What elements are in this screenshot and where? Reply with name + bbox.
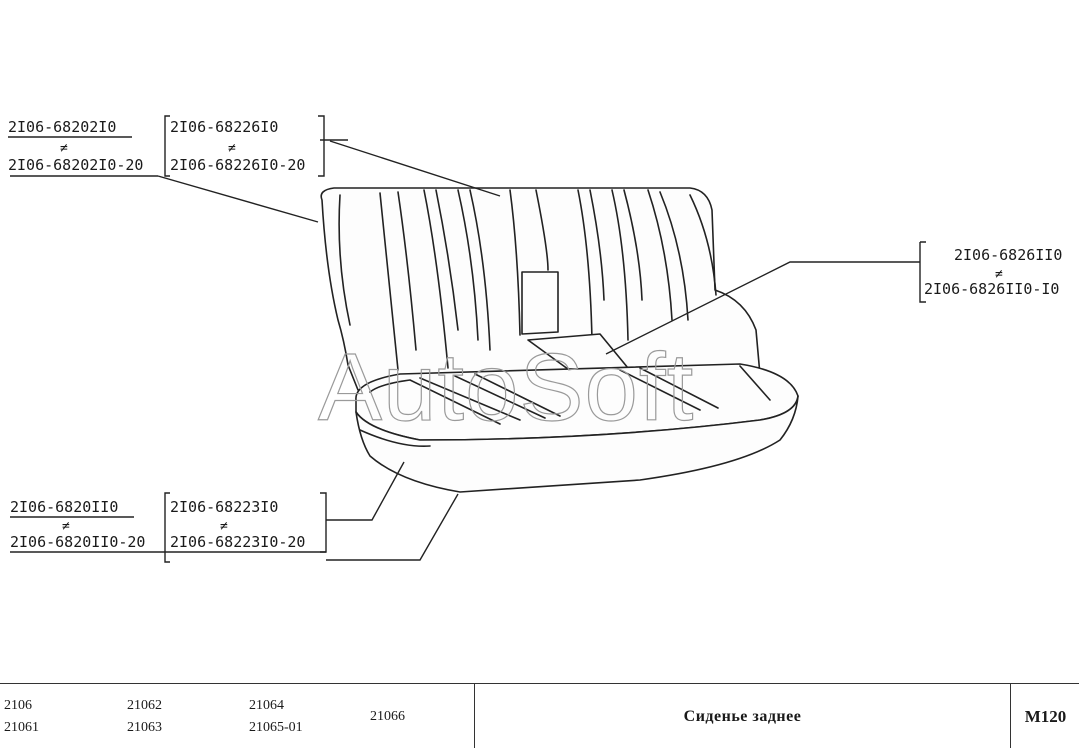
- part-number: 2I06-6826II0-I0: [924, 280, 1059, 298]
- part-number: 2I06-68202I0: [8, 118, 116, 136]
- separator: [1010, 684, 1011, 748]
- title-block: 2106 21061 21062 21063 21064 21065-01 21…: [0, 683, 1079, 748]
- model-code: 21061: [4, 720, 39, 735]
- part-number: 2I06-68223I0: [170, 498, 278, 516]
- model-code: 2106: [4, 698, 32, 713]
- not-equal-sign: ≠: [995, 267, 1003, 282]
- model-code: 21063: [127, 720, 162, 735]
- part-number: 2I06-6820II0-20: [10, 533, 145, 551]
- not-equal-sign: ≠: [220, 519, 228, 534]
- not-equal-sign: ≠: [60, 141, 68, 156]
- callout-armrest: 2I06-6826II0 ≠ 2I06-6826II0-I0: [924, 246, 1062, 298]
- not-equal-sign: ≠: [228, 141, 236, 156]
- separator: [474, 684, 475, 748]
- part-number: 2I06-68226I0-20: [170, 156, 305, 174]
- part-number: 2I06-68226I0: [170, 118, 278, 136]
- model-list: 2106 21061 21062 21063 21064 21065-01 21…: [0, 684, 475, 748]
- sheet-code: M120: [1024, 707, 1067, 726]
- callout-cushion-left: 2I06-6820II0 ≠ 2I06-6820II0-20: [10, 498, 145, 551]
- callout-backrest-left: 2I06-68202I0 ≠ 2I06-68202I0-20: [8, 118, 143, 174]
- callout-cushion-right: 2I06-68223I0 ≠ 2I06-68223I0-20: [170, 498, 305, 551]
- page-title: Сиденье заднее: [683, 708, 802, 725]
- not-equal-sign: ≠: [62, 519, 70, 534]
- leader-lines: [10, 139, 920, 561]
- part-number: 2I06-6826II0: [954, 246, 1062, 264]
- model-code: 21066: [370, 709, 405, 724]
- model-code: 21064: [249, 698, 284, 713]
- part-number: 2I06-68223I0-20: [170, 533, 305, 551]
- part-number: 2I06-68202I0-20: [8, 156, 143, 174]
- watermark: AutoSoft: [318, 334, 694, 441]
- part-number: 2I06-6820II0: [10, 498, 118, 516]
- rear-seat-illustration: [320, 187, 799, 493]
- model-code: 21065-01: [249, 720, 303, 735]
- callout-brackets: [164, 115, 926, 563]
- seat-diagram: AutoSoft 2I06-68202I0 ≠ 2I06-68202I0-20 …: [8, 115, 1062, 563]
- callout-backrest-right: 2I06-68226I0 ≠ 2I06-68226I0-20: [170, 118, 305, 174]
- model-code: 21062: [127, 698, 162, 713]
